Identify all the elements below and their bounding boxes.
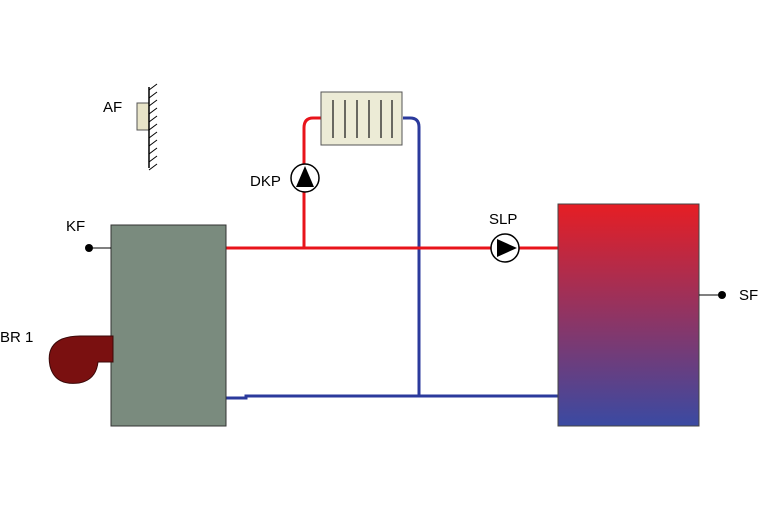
outdoor-sensor-icon (136, 83, 158, 171)
label-af: AF (103, 99, 122, 116)
label-br1: BR 1 (0, 329, 33, 346)
radiator-icon (320, 91, 403, 146)
storage-sensor (699, 291, 726, 299)
label-dkp: DKP (250, 173, 281, 190)
boiler (110, 224, 227, 427)
storage-pump-icon (490, 233, 520, 263)
radiator-return-pipe (403, 116, 421, 396)
storage-tank (557, 203, 700, 427)
label-slp: SLP (489, 211, 517, 228)
label-sf: SF (739, 287, 758, 304)
return-main-pipe (226, 394, 558, 400)
boiler-sensor (85, 244, 111, 252)
radiator-flow-pipe (302, 116, 322, 248)
burner-icon (48, 335, 114, 384)
label-kf: KF (66, 218, 85, 235)
heating-pump-icon (290, 163, 320, 193)
return-pipes (226, 116, 558, 400)
